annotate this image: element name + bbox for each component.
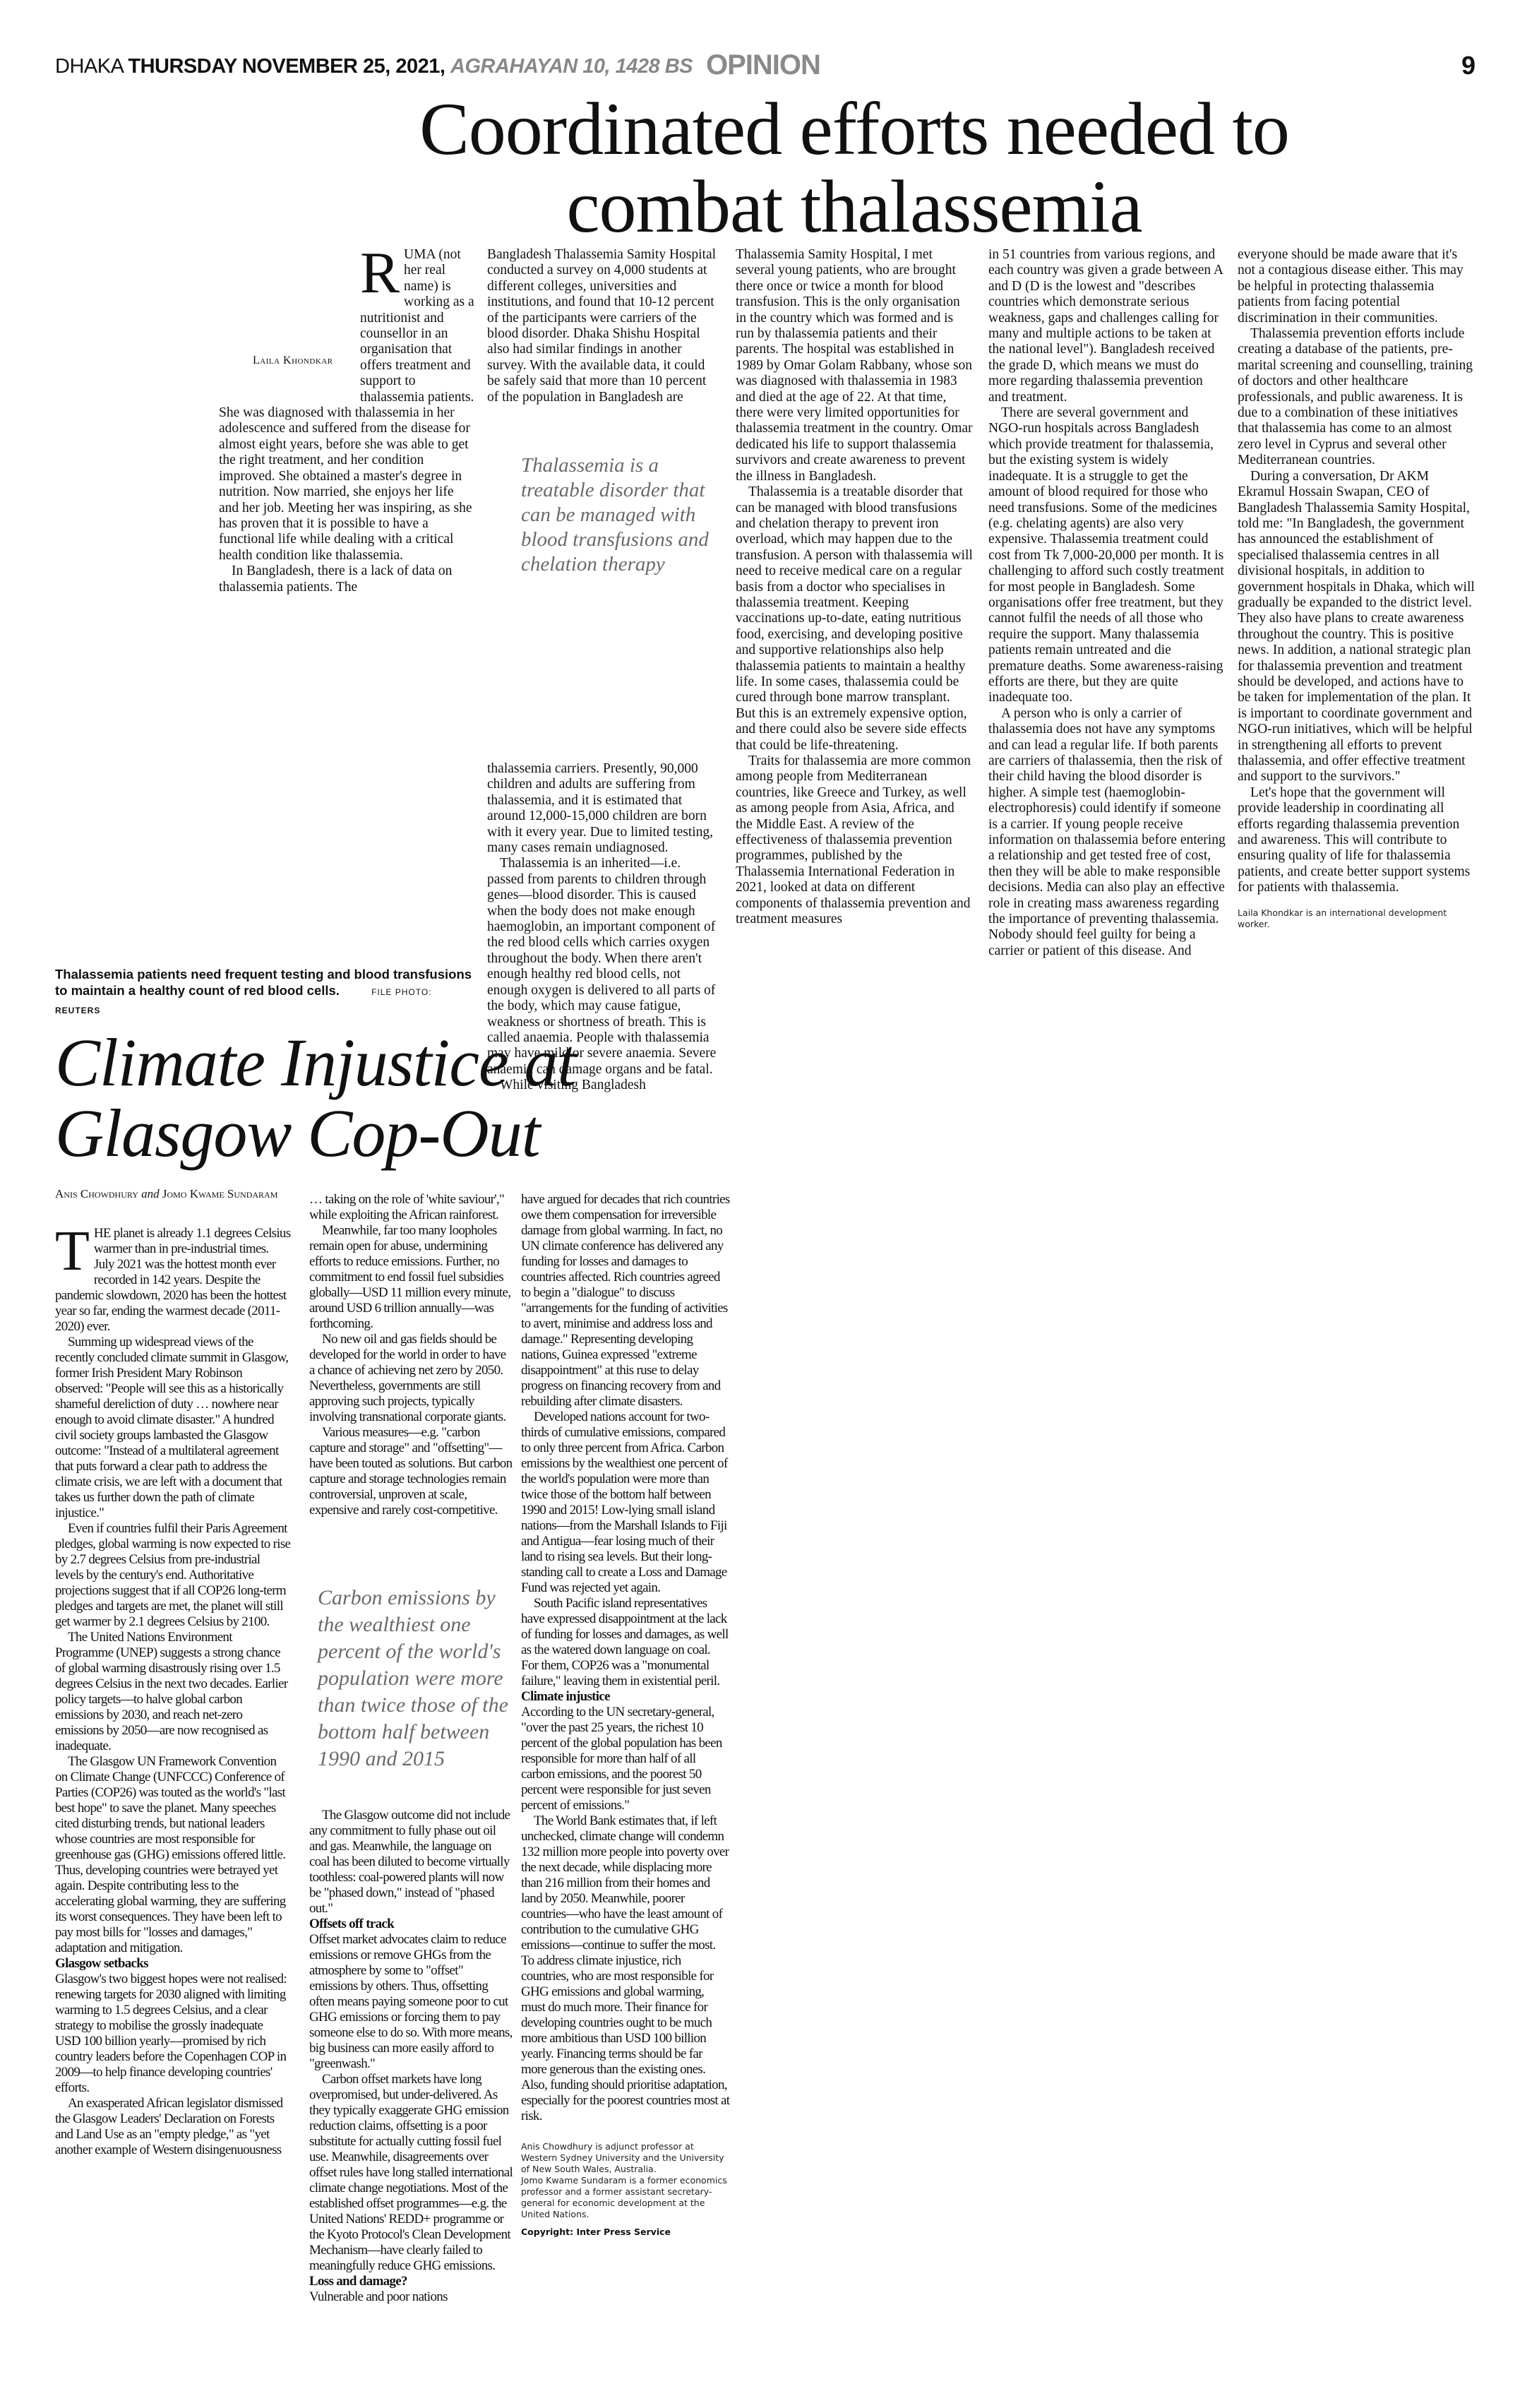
article1-column-3: Thalassemia Samity Hospital, I met sever…: [736, 247, 973, 927]
author-bio: Anis Chowdhury is adjunct professor at W…: [521, 2141, 730, 2220]
column-text: have argued for decades that rich countr…: [521, 1192, 730, 2124]
paragraph: in 51 countries from various regions, an…: [988, 247, 1223, 405]
paragraph: Meanwhile, far too many loopholes remain…: [309, 1223, 511, 1331]
paragraph: There are several government and NGO-run…: [988, 405, 1224, 705]
paragraph: A person who is only a carrier of thalas…: [988, 705, 1226, 958]
paragraph: During a conversation, Dr AKM Ekramul Ho…: [1238, 468, 1475, 785]
headline-line: combat thalassemia: [566, 165, 1143, 248]
paragraph: Carbon offset markets have long overprom…: [309, 2072, 513, 2273]
article2-byline: Anis Chowdhury and Jomo Kwame Sundaram: [55, 1188, 295, 1200]
headline-line: Climate Injustice at: [55, 1025, 576, 1100]
author-bio: Laila Khondkar is an international devel…: [1238, 907, 1447, 929]
paragraph: Summing up widespread views of the recen…: [55, 1335, 289, 1520]
paragraph: An exasperated African legislator dismis…: [55, 2096, 283, 2157]
subheading: Climate injustice: [521, 1689, 611, 1704]
byline-author: Jomo Kwame Sundaram: [162, 1187, 278, 1200]
paragraph: HE planet is already 1.1 degrees Celsius…: [55, 1226, 291, 1334]
paragraph: Glasgow's two biggest hopes were not rea…: [55, 1972, 287, 2095]
masthead-bengali-date: AGRAHAYAN 10, 1428 BS: [450, 55, 693, 78]
paragraph: In Bangladesh, there is a lack of data o…: [219, 564, 453, 595]
paragraph: According to the UN secretary-general, "…: [521, 1705, 722, 1813]
bio-line: Jomo Kwame Sundaram is a former economic…: [521, 2175, 727, 2219]
photo-caption: Thalassemia patients need frequent testi…: [55, 966, 479, 1019]
dropcap: T: [55, 1220, 90, 1282]
column-text: thalassemia carriers. Presently, 90,000 …: [487, 761, 720, 1094]
paragraph: The Glasgow outcome did not include any …: [309, 1808, 510, 1916]
article2-column-3: have argued for decades that rich countr…: [521, 1192, 730, 2240]
article2-column-2-top: … taking on the role of 'white saviour',…: [309, 1192, 514, 1585]
article1-headline: Coordinated efforts needed to combat tha…: [311, 90, 1398, 246]
masthead-date: THURSDAY NOVEMBER 25, 2021,: [128, 55, 445, 78]
paragraph: The World Bank estimates that, if left u…: [521, 1813, 730, 2123]
masthead-city: DHAKA: [55, 55, 123, 78]
column-text: UMA (not her real name) is working as a …: [219, 247, 477, 595]
article-photo: [55, 650, 475, 953]
bio-line: Anis Chowdhury is adjunct professor at W…: [521, 2141, 724, 2174]
credit-label: FILE PHOTO:: [371, 987, 432, 997]
article1-column-1: Laila Khondkar R UMA (not her real name)…: [219, 240, 477, 595]
paragraph: … taking on the role of 'white saviour',…: [309, 1192, 505, 1222]
paragraph: Thalassemia prevention efforts include c…: [1238, 326, 1473, 468]
paragraph: South Pacific island representatives hav…: [521, 1596, 729, 1688]
pull-quote: Thalassemia is a treatable disorder that…: [521, 454, 709, 576]
paragraph: Even if countries fulfil their Paris Agr…: [55, 1521, 291, 1629]
section-label: OPINION: [706, 49, 821, 81]
article2-headline: Climate Injustice at Glasgow Cop-Out: [55, 1025, 576, 1171]
subheading: Offsets off track: [309, 1917, 395, 1931]
photo-credit: FILE PHOTO: REUTERS: [55, 987, 432, 1015]
column-text: HE planet is already 1.1 degrees Celsius…: [55, 1226, 291, 2158]
paragraph: Traits for thalassemia are more common a…: [736, 753, 971, 927]
paragraph: The Glasgow UN Framework Convention on C…: [55, 1754, 286, 1955]
paragraph: Offset market advocates claim to reduce …: [309, 1932, 513, 2071]
article1-column-5: everyone should be made aware that it's …: [1238, 247, 1478, 930]
pull-quote-area: Carbon emissions by the wealthiest one p…: [309, 1585, 514, 1808]
credit-source: REUTERS: [55, 1006, 101, 1015]
column-text: Thalassemia Samity Hospital, I met sever…: [736, 247, 973, 927]
byline-conjunction: and: [141, 1187, 160, 1200]
article1-column-2: Bangladesh Thalassemia Samity Hospital c…: [487, 247, 720, 1094]
column-text: in 51 countries from various regions, an…: [988, 247, 1226, 959]
paragraph: Various measures—e.g. "carbon capture an…: [309, 1425, 513, 1518]
paragraph: thalassemia carriers. Presently, 90,000 …: [487, 761, 714, 856]
paragraph: Thalassemia is a treatable disorder that…: [736, 484, 973, 753]
column-text: The Glasgow outcome did not include any …: [309, 1808, 514, 2305]
pull-quote: Carbon emissions by the wealthiest one p…: [318, 1586, 508, 1770]
caption-text: Thalassemia patients need frequent testi…: [55, 967, 472, 998]
subheading: Glasgow setbacks: [55, 1956, 149, 1971]
paragraph: While visiting Bangladesh: [500, 1078, 646, 1093]
paragraph: Let's hope that the government will prov…: [1238, 785, 1471, 895]
column-text: everyone should be made aware that it's …: [1238, 247, 1478, 896]
paragraph: Thalassemia is an inherited—i.e. passed …: [487, 856, 717, 1077]
article1-byline: Laila Khondkar: [253, 354, 333, 366]
paragraph: Bangladesh Thalassemia Samity Hospital c…: [487, 247, 717, 405]
byline-author: Anis Chowdhury: [55, 1187, 138, 1200]
article1-column-2-top: Bangladesh Thalassemia Samity Hospital c…: [487, 247, 720, 453]
headline-line: Coordinated efforts needed to: [419, 88, 1290, 170]
article2-column-2-bottom: The Glasgow outcome did not include any …: [309, 1808, 514, 2305]
paragraph: Developed nations account for two-thirds…: [521, 1409, 728, 1595]
page-number: 9: [1461, 51, 1476, 80]
paragraph: Vulnerable and poor nations: [309, 2289, 448, 2304]
column-text: Bangladesh Thalassemia Samity Hospital c…: [487, 247, 720, 405]
article1-column-4: in 51 countries from various regions, an…: [988, 247, 1226, 959]
headline-line: Glasgow Cop-Out: [55, 1095, 540, 1171]
masthead-dateline: DHAKA THURSDAY NOVEMBER 25, 2021, AGRAHA…: [55, 55, 693, 78]
subheading: Loss and damage?: [309, 2274, 407, 2289]
byline-area: Laila Khondkar: [219, 247, 360, 392]
paragraph: No new oil and gas fields should be deve…: [309, 1332, 506, 1424]
paragraph: The United Nations Environment Programme…: [55, 1630, 288, 1753]
pull-quote-area: Thalassemia is a treatable disorder that…: [487, 453, 720, 761]
paragraph: UMA (not her real name) is working as a …: [219, 247, 474, 563]
dropcap: R: [360, 240, 400, 306]
paragraph: Thalassemia Samity Hospital, I met sever…: [736, 247, 973, 484]
article2-column-1: T HE planet is already 1.1 degrees Celsi…: [55, 1220, 291, 2158]
column-text: … taking on the role of 'white saviour',…: [309, 1192, 514, 1518]
article1-column-2-bottom: thalassemia carriers. Presently, 90,000 …: [487, 761, 720, 1094]
paragraph: everyone should be made aware that it's …: [1238, 247, 1464, 326]
copyright: Copyright: Inter Press Service: [521, 2227, 671, 2237]
article2-column-2: … taking on the role of 'white saviour',…: [309, 1192, 514, 2305]
paragraph: have argued for decades that rich countr…: [521, 1192, 730, 1409]
